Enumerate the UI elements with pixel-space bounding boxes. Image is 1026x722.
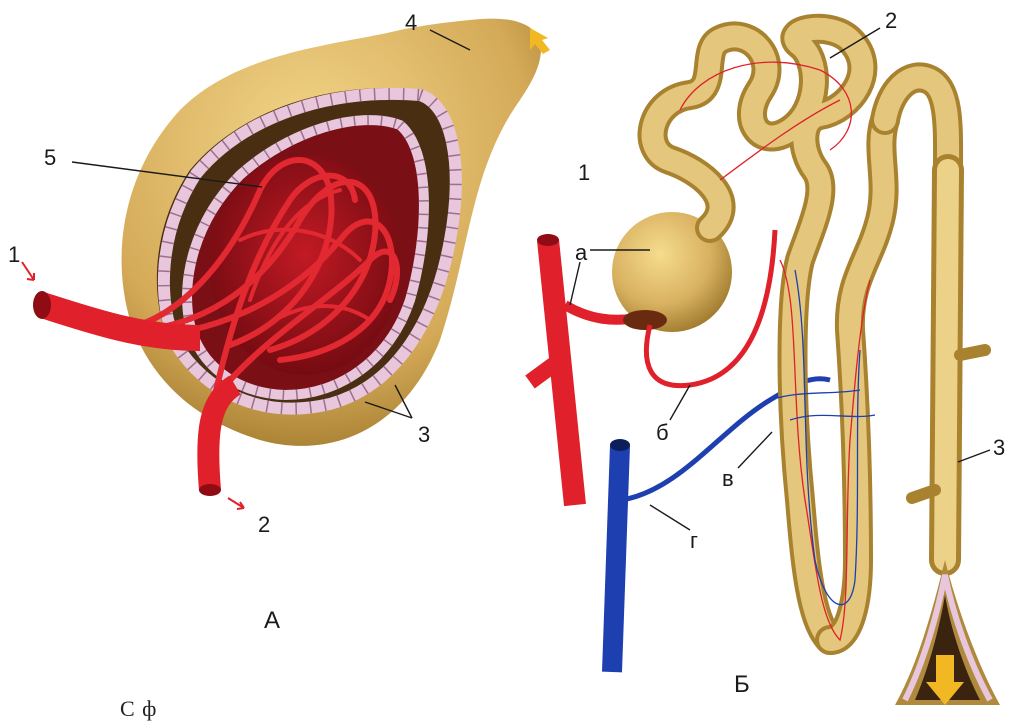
callout-b1: 1 bbox=[578, 160, 590, 185]
panel-b-nephron: 1 2 3 а б в г Б bbox=[530, 8, 1005, 705]
leader-v bbox=[738, 432, 772, 468]
panel-b-label: Б bbox=[734, 671, 750, 698]
callout-v: в bbox=[722, 466, 734, 491]
efferent-arteriole bbox=[208, 385, 235, 490]
leader-g bbox=[650, 505, 690, 530]
callout-3: 3 bbox=[418, 422, 430, 447]
leader-b bbox=[670, 385, 690, 420]
afferent-arteriole-end bbox=[33, 291, 51, 319]
outflow-arrow-icon bbox=[228, 498, 244, 509]
callout-b: б bbox=[656, 420, 669, 445]
callout-a: а bbox=[575, 240, 588, 265]
efferent-arteriole-end bbox=[199, 484, 221, 496]
vein-top bbox=[610, 439, 630, 451]
leader-a bbox=[570, 262, 580, 305]
panel-a-bowman-capsule: 4 5 1 2 3 А bbox=[8, 10, 550, 634]
leader-b3 bbox=[958, 450, 990, 462]
inflow-arrow-icon bbox=[22, 262, 34, 280]
artery-top bbox=[537, 234, 559, 246]
tubule bbox=[653, 29, 985, 640]
callout-4: 4 bbox=[405, 10, 417, 35]
callout-g: г bbox=[690, 528, 698, 553]
callout-1: 1 bbox=[8, 242, 20, 267]
vein bbox=[612, 445, 620, 672]
figure-caption: С ф bbox=[120, 696, 157, 722]
panel-a-label: А bbox=[264, 607, 280, 634]
capsule-opening-b bbox=[623, 310, 667, 330]
callout-b2: 2 bbox=[885, 8, 897, 33]
callout-b3: 3 bbox=[993, 435, 1005, 460]
callout-2: 2 bbox=[258, 512, 270, 537]
callout-5: 5 bbox=[44, 145, 56, 170]
